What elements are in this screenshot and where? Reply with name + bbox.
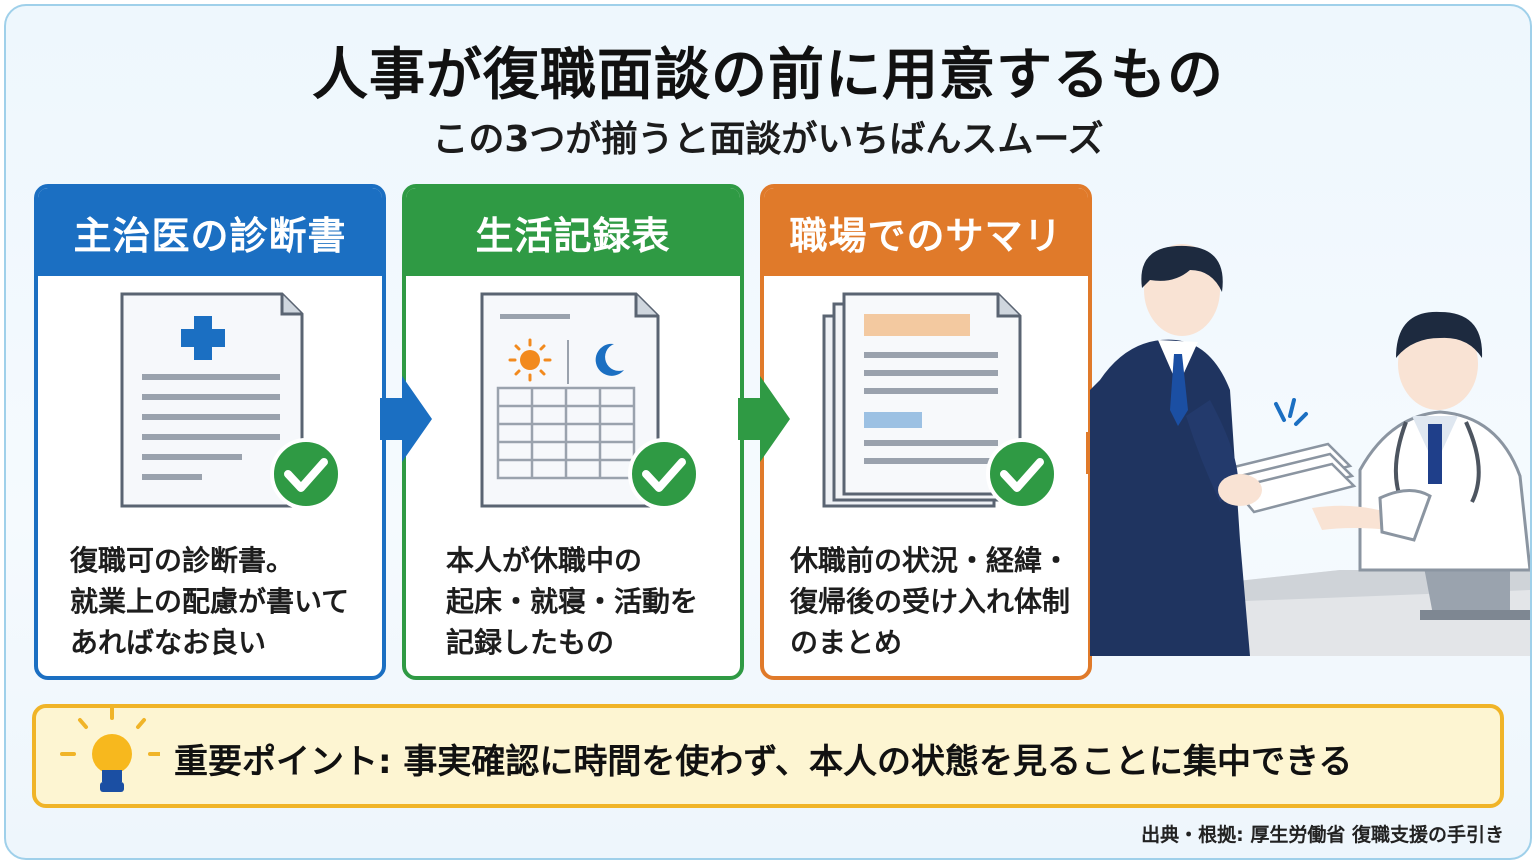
page-title: 人事が復職面談の前に用意するもの <box>312 43 1224 108</box>
arrow-right-icon <box>380 376 432 462</box>
card-heading: 主治医の診断書 <box>38 188 382 276</box>
daily-log-sheet-icon <box>480 292 700 510</box>
card-heading: 職場でのサマリ <box>764 188 1088 276</box>
summary-document-stack-icon <box>822 292 1058 510</box>
moon-icon <box>595 343 624 376</box>
check-icon <box>986 438 1058 510</box>
source-citation: 出典・根拠: 厚生労働省 復職支援の手引き <box>1141 824 1504 846</box>
page-subtitle: この3つが揃うと面談がいちばんスムーズ <box>432 119 1104 160</box>
key-point-text: 重要ポイント: 事実確認に時間を使わず、本人の状態を見ることに集中できる <box>174 742 1353 782</box>
sun-icon <box>508 338 552 382</box>
card-doctor-certificate: 主治医の診断書 復職可の診断書。 就業上の配慮が書いて あればなお良い <box>34 184 386 680</box>
handing-documents-to-doctor-illustration <box>1090 244 1530 656</box>
key-point-banner: 重要ポイント: 事実確認に時間を使わず、本人の状態を見ることに集中できる <box>32 704 1504 808</box>
card-heading: 生活記録表 <box>406 188 740 276</box>
card-description: 復職可の診断書。 就業上の配慮が書いて あればなお良い <box>70 544 350 659</box>
check-icon <box>270 438 342 510</box>
medical-document-icon <box>120 292 342 510</box>
check-icon <box>628 438 700 510</box>
card-description: 本人が休職中の 起床・就寝・活動を 記録したもの <box>446 544 699 659</box>
card-description: 休職前の状況・経緯・ 復帰後の受け入れ体制 のまとめ <box>790 544 1071 659</box>
arrow-right-icon <box>738 376 790 462</box>
lightbulb-icon <box>60 706 160 792</box>
